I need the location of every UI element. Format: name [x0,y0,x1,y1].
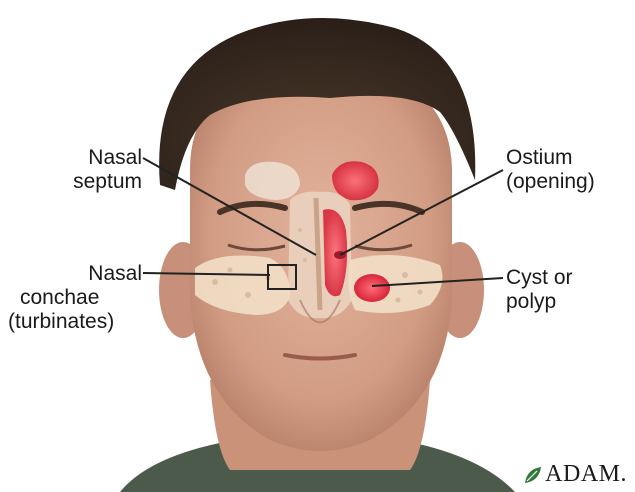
label-cyst-2: polyp [506,290,556,314]
label-ostium-2: (opening) [506,170,595,194]
label-nasal-conchae-3: (turbinates) [8,310,114,334]
label-nasal-conchae-1: Nasal [64,262,142,286]
brand-text: ADAM. [545,461,627,488]
label-nasal-septum-1: Nasal [64,146,142,170]
cyst-polyp [354,274,390,302]
leaf-icon [523,465,543,485]
label-cyst-1: Cyst or [506,266,573,290]
label-nasal-conchae-2: conchae [20,286,99,310]
adam-logo: ADAM. [523,461,627,488]
label-ostium-1: Ostium [506,146,573,170]
label-nasal-septum-2: septum [64,170,142,194]
